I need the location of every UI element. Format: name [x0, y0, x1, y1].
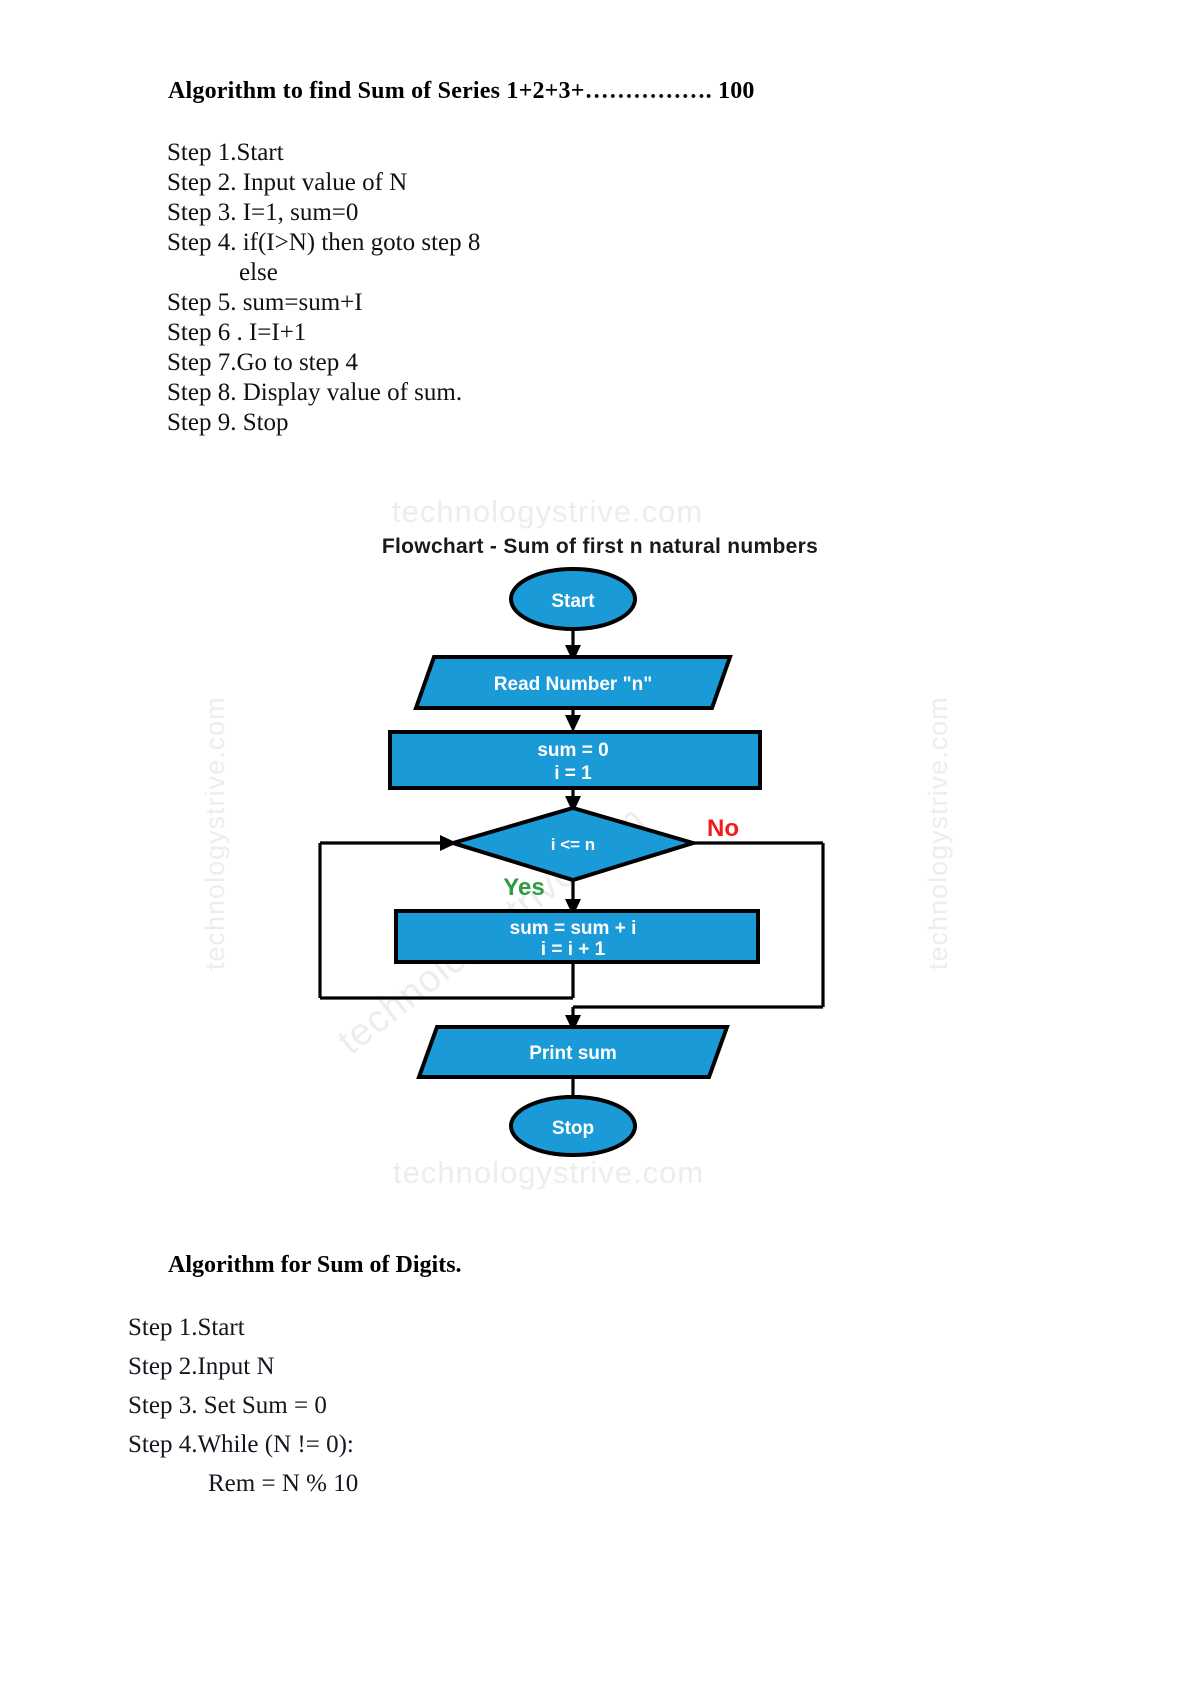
algorithm-step-10: Step 9. Stop — [167, 409, 289, 436]
flowchart-node-read: Read Number "n" — [413, 655, 733, 710]
flowchart-node-start: Start — [509, 567, 637, 631]
algorithm-step-secondary-4: Step 4.While (N != 0): — [128, 1431, 354, 1458]
algorithm-step-2: Step 2. Input value of N — [167, 169, 408, 196]
algorithm-step-5: else — [239, 259, 278, 286]
algorithm-step-1: Step 1.Start — [167, 139, 284, 166]
algorithm-step-4: Step 4. if(I>N) then goto step 8 — [167, 229, 481, 256]
flowchart-node-init-label-1: sum = 0 — [537, 740, 608, 761]
flowchart-figure: technologystrive.com technologystrive.co… — [0, 470, 1200, 1210]
flowchart-node-body-label-1: sum = sum + i — [510, 918, 637, 939]
algorithm-step-3: Step 3. I=1, sum=0 — [167, 199, 359, 226]
algorithm-step-9: Step 8. Display value of sum. — [167, 379, 463, 406]
algorithm-step-8: Step 7.Go to step 4 — [167, 349, 358, 376]
flowchart-title: Flowchart - Sum of first n natural numbe… — [381, 535, 819, 558]
flowchart-node-print-label: Print sum — [529, 1043, 617, 1064]
flowchart-node-print: Print sum — [416, 1025, 730, 1079]
flowchart-node-body-label-2: i = i + 1 — [541, 939, 606, 960]
algorithm-step-secondary-5: Rem = N % 10 — [208, 1470, 359, 1497]
flowchart-node-body: sum = sum + i i = i + 1 — [394, 909, 760, 964]
page-title: Algorithm to find Sum of Series 1+2+3+……… — [168, 78, 755, 104]
flowchart-node-decision: i <= n — [446, 805, 700, 883]
flowchart-node-read-label: Read Number "n" — [494, 674, 652, 695]
flowchart-node-stop: Stop — [509, 1095, 637, 1157]
algorithm-step-secondary-2: Step 2.Input N — [128, 1353, 275, 1380]
flowchart-connectors — [318, 628, 825, 1107]
algorithm-step-secondary-3: Step 3. Set Sum = 0 — [128, 1392, 327, 1419]
algorithm-step-6: Step 5. sum=sum+I — [167, 289, 363, 316]
algorithm-step-7: Step 6 . I=I+1 — [167, 319, 307, 346]
edge-label-yes: Yes — [503, 874, 544, 901]
flowchart-node-init-label-2: i = 1 — [554, 763, 592, 784]
flowchart-node-start-label: Start — [551, 591, 595, 612]
watermark-bottom: technologystrive.com — [393, 1155, 705, 1190]
watermark-top: technologystrive.com — [392, 494, 704, 529]
flowchart-node-decision-label: i <= n — [551, 835, 595, 854]
flowchart-node-init: sum = 0 i = 1 — [388, 730, 762, 790]
flowchart-node-stop-label: Stop — [552, 1118, 594, 1139]
page-title-secondary: Algorithm for Sum of Digits. — [168, 1252, 462, 1278]
flowchart-svg: Start Read Number "n" sum = 0 i = 1 i <=… — [318, 567, 825, 1157]
algorithm-step-secondary-1: Step 1.Start — [128, 1314, 245, 1341]
edge-label-no: No — [707, 815, 739, 842]
